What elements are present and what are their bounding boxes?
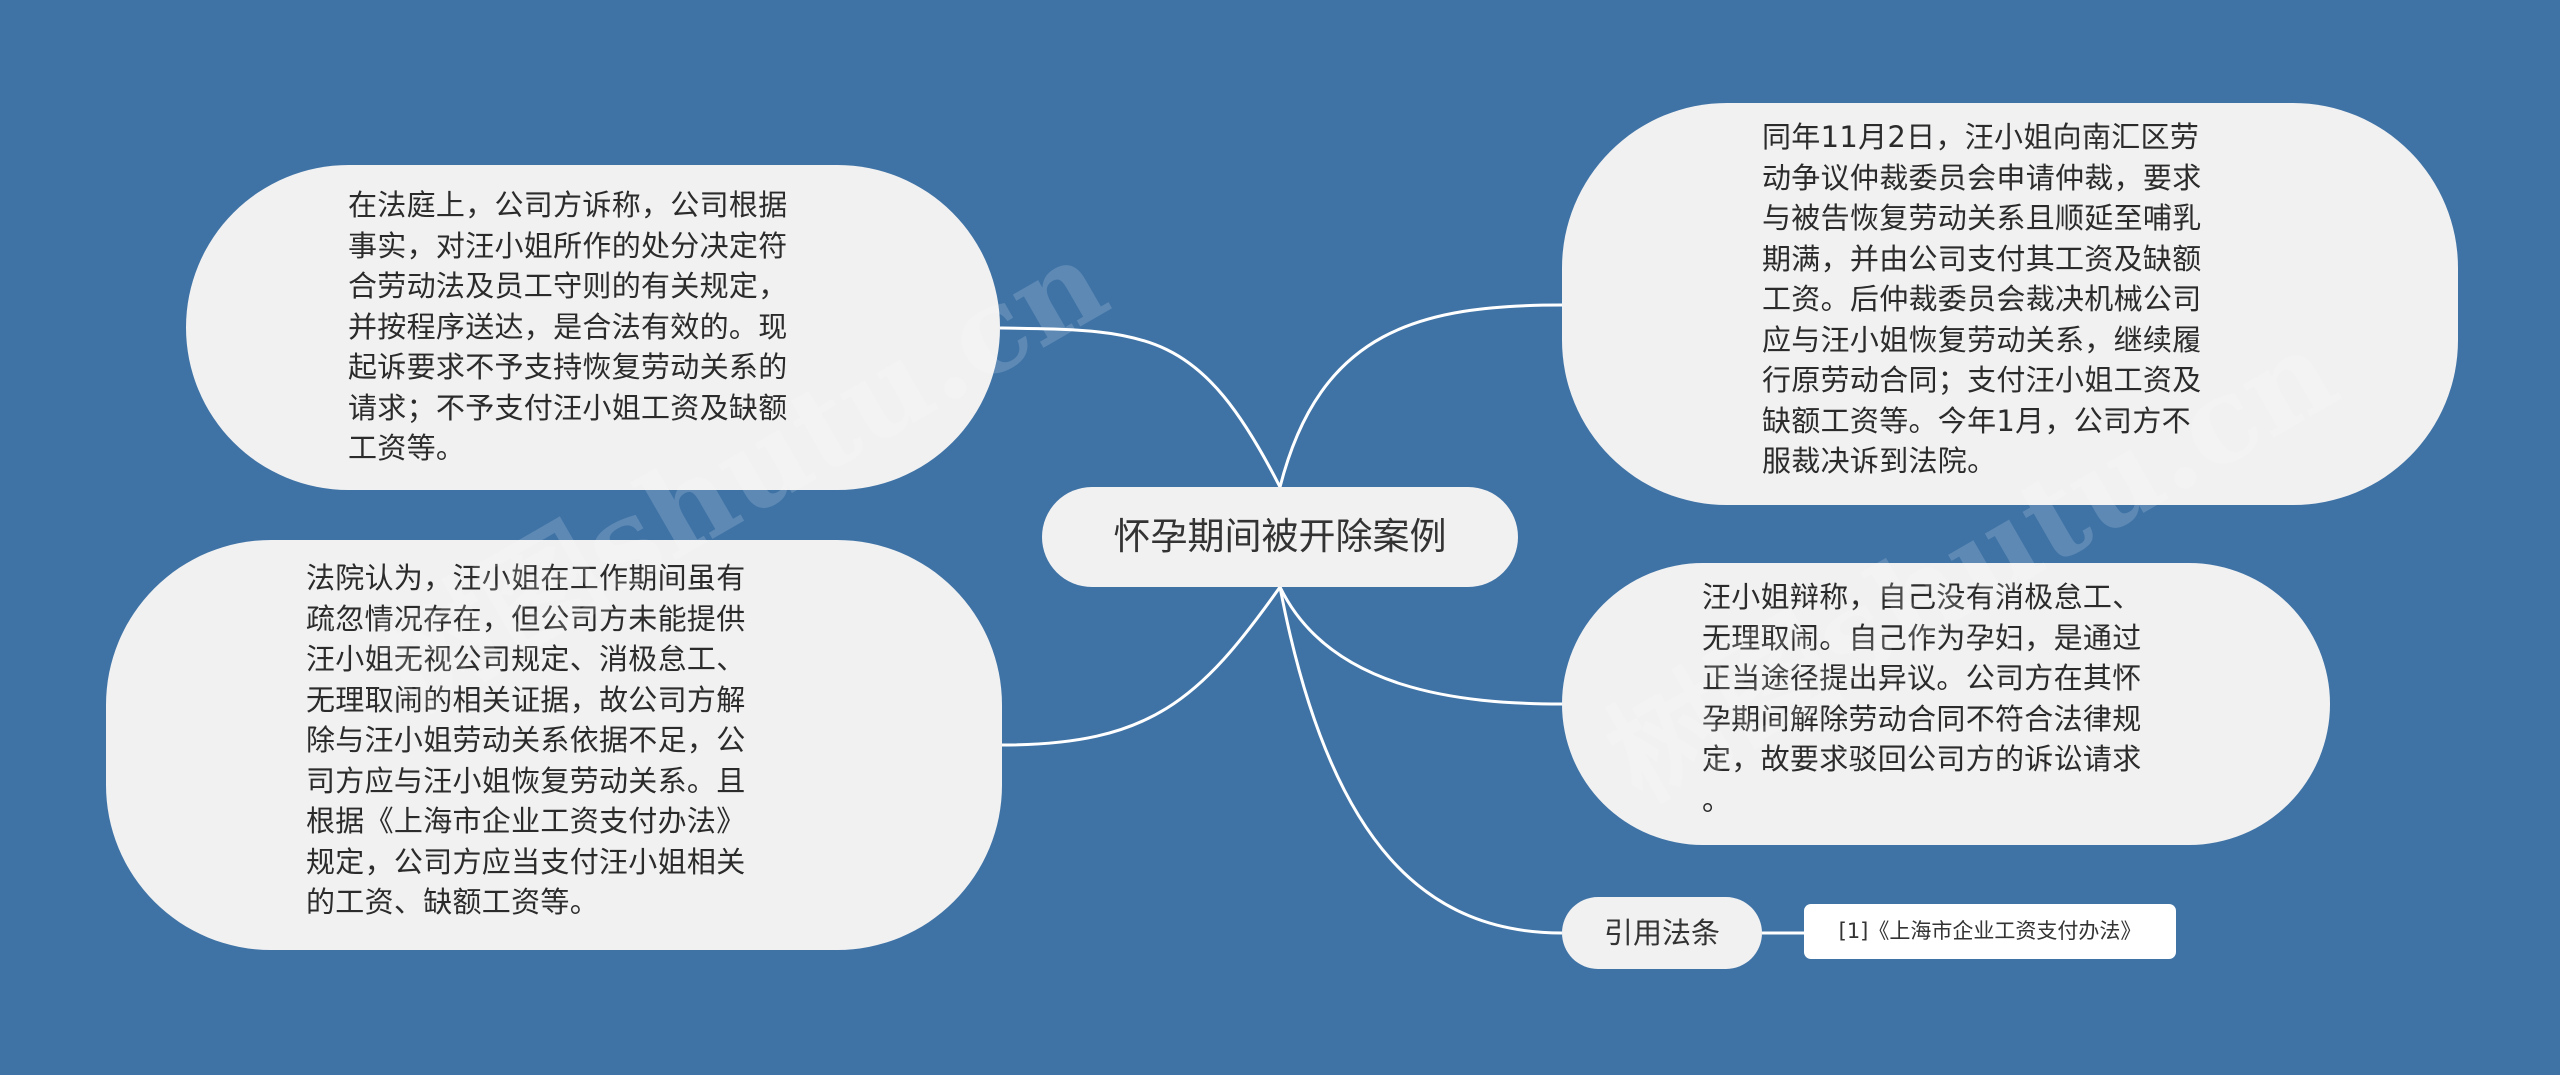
topic-text: 在法庭上，公司方诉称，公司根据 事实，对汪小姐所作的处分决定符 合劳动法及员工守… — [348, 188, 788, 465]
root-topic[interactable]: 怀孕期间被开除案例 — [1042, 487, 1518, 587]
topic-arbitration[interactable]: 同年11月2日，汪小姐向南汇区劳 动争议仲裁委员会申请仲裁，要求 与被告恢复劳动… — [1562, 103, 2458, 505]
link-left-bottom — [1001, 586, 1282, 747]
topic-court-ruling[interactable]: 法院认为，汪小姐在工作期间虽有 疏忽情况存在，但公司方未能提供 汪小姐无视公司规… — [106, 540, 1002, 950]
topic-defense[interactable]: 汪小姐辩称，自己没有消极怠工、 无理取闹。自己作为孕妇，是通过 正当途径提出异议… — [1562, 563, 2330, 845]
link-right-top — [1278, 303, 1563, 488]
topic-court-claim[interactable]: 在法庭上，公司方诉称，公司根据 事实，对汪小姐所作的处分决定符 合劳动法及员工守… — [186, 165, 1000, 490]
cited-law-item[interactable]: [1]《上海市企业工资支付办法》 — [1804, 904, 2176, 959]
topic-text: 同年11月2日，汪小姐向南汇区劳 动争议仲裁委员会申请仲裁，要求 与被告恢复劳动… — [1762, 120, 2202, 478]
topic-text: 法院认为，汪小姐在工作期间虽有 疏忽情况存在，但公司方未能提供 汪小姐无视公司规… — [306, 561, 746, 919]
topic-cited-law[interactable]: 引用法条 — [1562, 897, 1762, 969]
topic-text: 汪小姐辩称，自己没有消极怠工、 无理取闹。自己作为孕妇，是通过 正当途径提出异议… — [1702, 580, 2142, 817]
link-reference — [1278, 586, 1563, 935]
link-right-mid — [1278, 586, 1563, 706]
link-left-top — [999, 326, 1282, 488]
